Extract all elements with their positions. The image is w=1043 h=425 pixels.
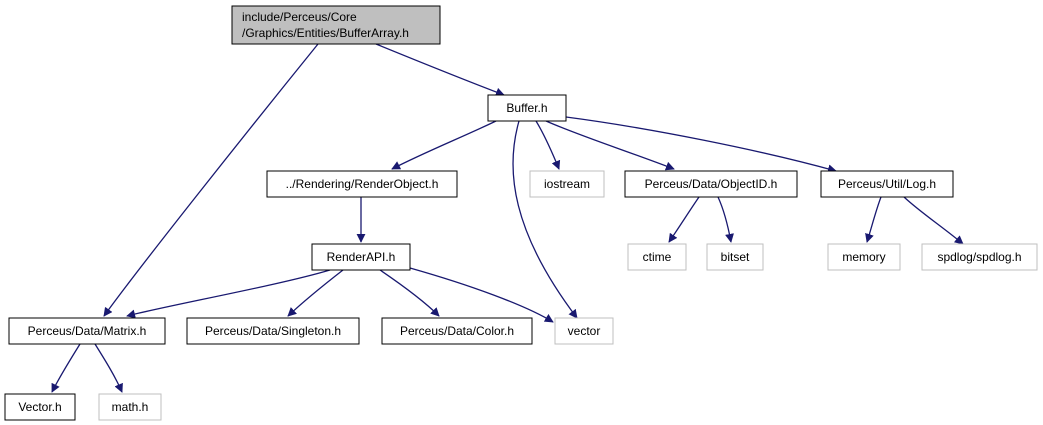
- node-objectid[interactable]: Perceus/Data/ObjectID.h: [624, 170, 798, 198]
- nodes-layer: include/Perceus/Core/Graphics/Entities/B…: [4, 5, 1038, 421]
- node-label: Vector.h: [18, 400, 61, 414]
- node-label: Perceus/Data/ObjectID.h: [645, 177, 778, 191]
- node-root[interactable]: include/Perceus/Core/Graphics/Entities/B…: [231, 5, 441, 45]
- node-vector: vector: [554, 317, 614, 345]
- node-box: [529, 170, 605, 198]
- node-label: vector: [568, 324, 601, 338]
- edge-buffer-to-vector: [512, 120, 578, 319]
- node-box: [624, 170, 798, 198]
- edge-root-to-matrix: [103, 43, 319, 317]
- node-label: bitset: [721, 250, 750, 264]
- edge-renderapi-to-matrix: [126, 269, 331, 319]
- node-renderobject[interactable]: ../Rendering/RenderObject.h: [266, 170, 458, 198]
- edge-log-to-memory: [865, 196, 882, 243]
- node-bitset: bitset: [706, 243, 764, 271]
- edge-objectid-to-ctime: [668, 196, 700, 243]
- node-label: Perceus/Data/Color.h: [400, 324, 514, 338]
- edge-buffer-to-renderobject: [391, 120, 497, 170]
- node-ctime: ctime: [627, 243, 687, 271]
- node-log[interactable]: Perceus/Util/Log.h: [820, 170, 954, 198]
- node-label: math.h: [112, 400, 149, 414]
- node-box: [627, 243, 687, 271]
- edge-renderapi-to-color: [379, 269, 440, 317]
- node-label: spdlog/spdlog.h: [937, 250, 1021, 264]
- node-buffer[interactable]: Buffer.h: [487, 94, 567, 122]
- node-box: [381, 317, 533, 345]
- node-label: Perceus/Data/Singleton.h: [205, 324, 341, 338]
- edges-layer: [51, 43, 964, 393]
- node-singleton[interactable]: Perceus/Data/Singleton.h: [186, 317, 360, 345]
- node-box: [266, 170, 458, 198]
- edge-renderapi-to-vector: [409, 267, 554, 323]
- node-box: [311, 243, 411, 271]
- node-spdlog: spdlog/spdlog.h: [921, 243, 1038, 271]
- edge-renderapi-to-singleton: [287, 269, 344, 317]
- node-box: [231, 5, 441, 45]
- node-label: /Graphics/Entities/BufferArray.h: [242, 26, 409, 40]
- node-box: [8, 317, 166, 345]
- node-box: [4, 393, 76, 421]
- node-label: ctime: [643, 250, 672, 264]
- node-box: [186, 317, 360, 345]
- node-label: memory: [842, 250, 885, 264]
- node-box: [98, 393, 162, 421]
- node-renderapi[interactable]: RenderAPI.h: [311, 243, 411, 271]
- node-box: [921, 243, 1038, 271]
- node-box: [820, 170, 954, 198]
- node-box: [554, 317, 614, 345]
- edge-matrix-to-vectorh: [51, 343, 81, 393]
- node-box: [827, 243, 901, 271]
- node-label: Buffer.h: [506, 101, 547, 115]
- edge-log-to-spdlog: [903, 196, 964, 245]
- node-label: ../Rendering/RenderObject.h: [286, 177, 439, 191]
- node-vectorh[interactable]: Vector.h: [4, 393, 76, 421]
- node-iostream: iostream: [529, 170, 605, 198]
- edge-objectid-to-bitset: [717, 196, 734, 243]
- edge-root-to-buffer: [375, 43, 505, 97]
- node-matrix[interactable]: Perceus/Data/Matrix.h: [8, 317, 166, 345]
- node-label: include/Perceus/Core: [242, 10, 357, 24]
- node-box: [487, 94, 567, 122]
- node-mathh: math.h: [98, 393, 162, 421]
- node-label: iostream: [544, 177, 590, 191]
- node-label: RenderAPI.h: [327, 250, 396, 264]
- edge-buffer-to-objectid: [545, 120, 675, 171]
- node-label: Perceus/Util/Log.h: [838, 177, 936, 191]
- edge-buffer-to-iostream: [535, 120, 561, 170]
- node-box: [706, 243, 764, 271]
- node-label: Perceus/Data/Matrix.h: [28, 324, 147, 338]
- node-color[interactable]: Perceus/Data/Color.h: [381, 317, 533, 345]
- node-memory: memory: [827, 243, 901, 271]
- edge-buffer-to-log: [565, 116, 837, 174]
- edge-matrix-to-mathh: [94, 343, 123, 393]
